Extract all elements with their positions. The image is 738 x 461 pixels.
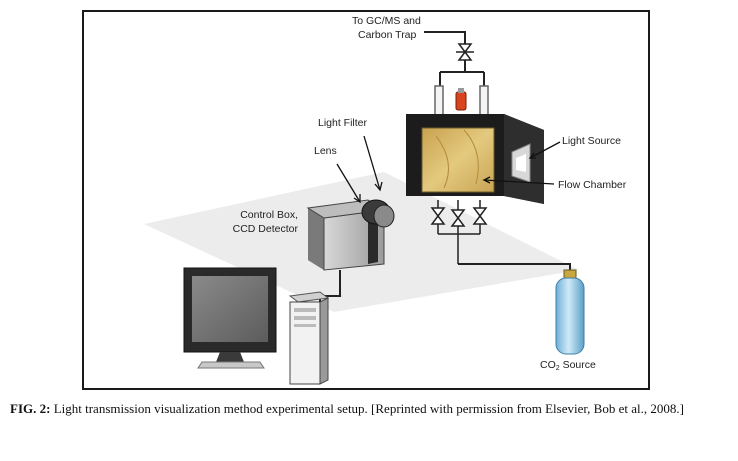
label-control-box-2: CCD Detector (233, 223, 299, 235)
setup-diagram: To GC/MS and Carbon Trap Light Filter Le… (144, 15, 627, 385)
label-light-source: Light Source (562, 135, 621, 147)
label-lens: Lens (314, 145, 337, 157)
label-gcms-1: To GC/MS and (352, 15, 421, 27)
figure-caption: FIG. 2: Light transmission visualization… (10, 400, 730, 417)
caption-text: Light transmission visualization method … (50, 401, 684, 416)
label-gcms-2: Carbon Trap (358, 29, 417, 41)
label-light-filter: Light Filter (318, 117, 368, 129)
bottom-valves (430, 200, 488, 264)
label-co2-source: CO2 Source (540, 359, 596, 372)
flow-chamber-housing (406, 114, 544, 204)
co2-cylinder (555, 269, 585, 355)
monitor-screen (192, 276, 268, 342)
label-control-box-1: Control Box, (240, 209, 298, 221)
flow-chamber (421, 127, 495, 193)
outlet-valve-icon (456, 43, 474, 61)
label-flow-chamber: Flow Chamber (558, 179, 627, 191)
figure-frame: To GC/MS and Carbon Trap Light Filter Le… (82, 10, 650, 390)
caption-label: FIG. 2: (10, 401, 51, 416)
monitor (183, 267, 277, 369)
pointer-arrows (336, 135, 561, 204)
computer-tower (288, 291, 330, 385)
red-valve-icon (455, 91, 467, 111)
control-box (306, 199, 395, 271)
light-filter (373, 204, 395, 228)
